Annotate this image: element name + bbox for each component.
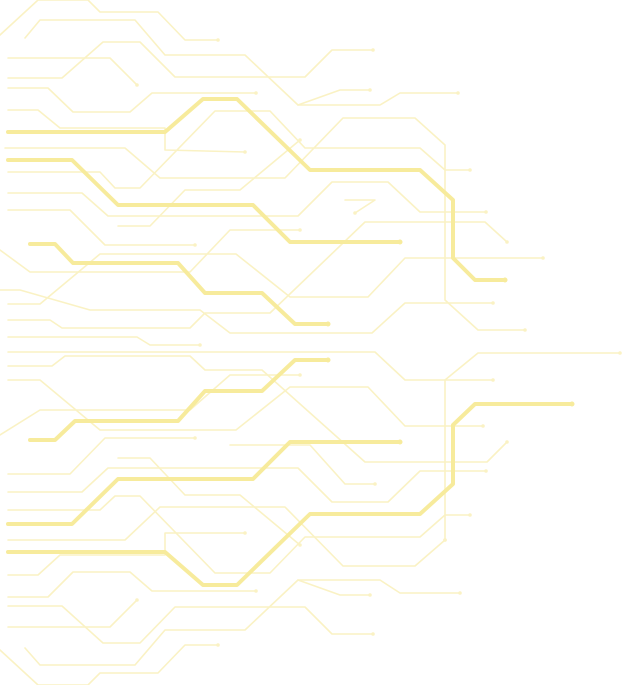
thick-trace-6 [6,402,574,587]
thin-trace-endpoint-dot [523,328,527,332]
thin-trace-32 [7,599,138,628]
thin-trace-6 [297,89,371,106]
thin-trace-2 [7,41,374,79]
thin-trace-7 [7,109,246,153]
thin-trace-33 [7,605,374,644]
thin-trace-endpoint-dot [458,591,462,595]
thin-trace-30 [7,532,246,576]
thin-trace-endpoint-dot [371,632,375,636]
thin-trace-endpoint-dot [298,228,302,232]
thin-trace-endpoint-dot [468,168,472,172]
thin-trace-22 [7,379,484,431]
thin-trace-26 [7,467,487,503]
thick-trace-5 [6,440,402,526]
thin-trace-endpoint-dot [373,482,377,486]
thin-trace-endpoint-dot [135,598,139,602]
thin-trace-20 [7,355,508,463]
thin-trace-3 [7,57,138,86]
thin-trace-endpoint-dot [368,88,372,92]
thin-trace-endpoint-dot [353,211,357,215]
thick-trace-endpoint-dot [325,321,331,327]
thin-trace-19 [7,351,494,381]
thin-trace-11 [7,209,196,246]
thin-trace-13 [344,199,376,214]
thin-trace-endpoint-dot [368,593,372,597]
thin-trace-endpoint-dot [254,91,258,95]
thin-trace-29 [7,506,446,567]
thin-trace-endpoint-dot [193,243,197,247]
thick-trace-4 [28,358,330,442]
thin-trace-endpoint-dot [541,256,545,260]
thin-trace-endpoint-dot [243,531,247,535]
thin-trace-1 [0,0,219,41]
thin-trace-36 [297,579,371,596]
thin-trace-endpoint-dot [456,91,460,95]
thin-trace-endpoint-dot [371,48,375,52]
thin-trace-endpoint-dot [491,301,495,305]
thick-trace-endpoint-dot [325,357,331,363]
thin-trace-9 [7,110,471,189]
thick-trace-endpoint-dot [569,401,575,407]
thick-traces-group [6,97,575,587]
thick-trace-endpoint-dot [397,239,403,245]
thin-trace-17 [7,336,201,346]
thin-trace-endpoint-dot [198,343,202,347]
thick-trace-endpoint-dot [502,277,508,283]
thin-trace-endpoint-dot [254,589,258,593]
thin-trace-endpoint-dot [468,513,472,517]
thin-trace-4 [7,87,257,113]
thin-trace-endpoint-dot [135,83,139,87]
thin-trace-28 [7,495,471,574]
thin-trace-endpoint-dot [216,38,220,42]
thin-trace-endpoint-dot [216,643,220,647]
thin-trace-endpoint-dot [484,469,488,473]
thin-trace-endpoint-dot [193,436,197,440]
thin-trace-endpoint-dot [298,373,302,377]
thin-trace-endpoint-dot [505,240,509,244]
thin-trace-10 [7,181,487,217]
thin-trace-35 [24,579,461,666]
thin-trace-endpoint-dot [243,150,247,154]
thin-trace-34 [0,644,219,685]
thin-trace-endpoint-dot [443,538,447,542]
thin-trace-8 [4,117,526,331]
thin-trace-37 [229,444,376,485]
thin-trace-15 [0,229,301,273]
thin-trace-23 [444,352,621,381]
thin-trace-14 [7,253,544,305]
thin-trace-25 [7,437,196,475]
thin-trace-endpoint-dot [298,138,302,142]
thin-trace-16 [7,221,508,329]
thin-trace-endpoint-dot [491,378,495,382]
thick-trace-1 [6,97,507,282]
thin-trace-endpoint-dot [481,424,485,428]
thin-trace-31 [7,571,257,598]
thin-trace-5 [24,19,459,106]
thin-trace-12 [117,139,301,227]
thin-trace-endpoint-dot [618,351,622,355]
thin-trace-27 [117,457,301,546]
thick-trace-endpoint-dot [397,439,403,445]
thick-trace-3 [28,242,330,326]
thin-trace-endpoint-dot [505,440,509,444]
thin-trace-18 [0,289,494,334]
thick-trace-2 [6,158,402,244]
thin-trace-endpoint-dot [484,210,488,214]
